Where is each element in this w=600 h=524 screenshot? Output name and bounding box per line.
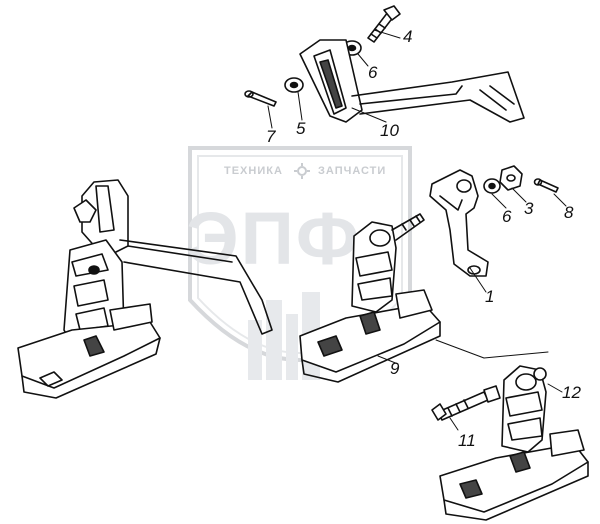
- nut-part-3: [499, 165, 523, 191]
- leader-lines: [267, 29, 567, 431]
- washer-part-6-right: [483, 178, 501, 194]
- bracket-part-9: [299, 213, 441, 383]
- bolt-part-11: [431, 385, 501, 421]
- callout-6-right: 6: [502, 207, 512, 226]
- callout-1: 1: [485, 287, 495, 306]
- left-bracket-assembly: [17, 179, 273, 399]
- callout-9: 9: [390, 359, 400, 378]
- cotter-pin-part-7: [244, 90, 277, 107]
- callout-12: 12: [562, 383, 581, 402]
- callout-11: 11: [458, 431, 476, 450]
- callout-8: 8: [564, 203, 574, 222]
- washer-part-5: [284, 77, 304, 93]
- cotter-pin-part-8: [533, 178, 559, 193]
- callout-6-top: 6: [368, 63, 378, 82]
- watermark-right-text: ЗАПЧАСТИ: [318, 165, 387, 177]
- watermark-left-text: ТЕХНИКА: [224, 165, 283, 177]
- callout-5: 5: [296, 119, 306, 138]
- watermark-logo-text: ЭПФ: [186, 197, 361, 280]
- callout-4: 4: [403, 27, 413, 46]
- callout-3: 3: [524, 199, 534, 218]
- bracket-part-12: [439, 365, 589, 521]
- callout-7: 7: [266, 127, 276, 146]
- gear-icon: [294, 163, 310, 179]
- lever-part-10: [299, 39, 525, 123]
- callout-10: 10: [380, 121, 399, 140]
- lever-part-1: [429, 169, 489, 277]
